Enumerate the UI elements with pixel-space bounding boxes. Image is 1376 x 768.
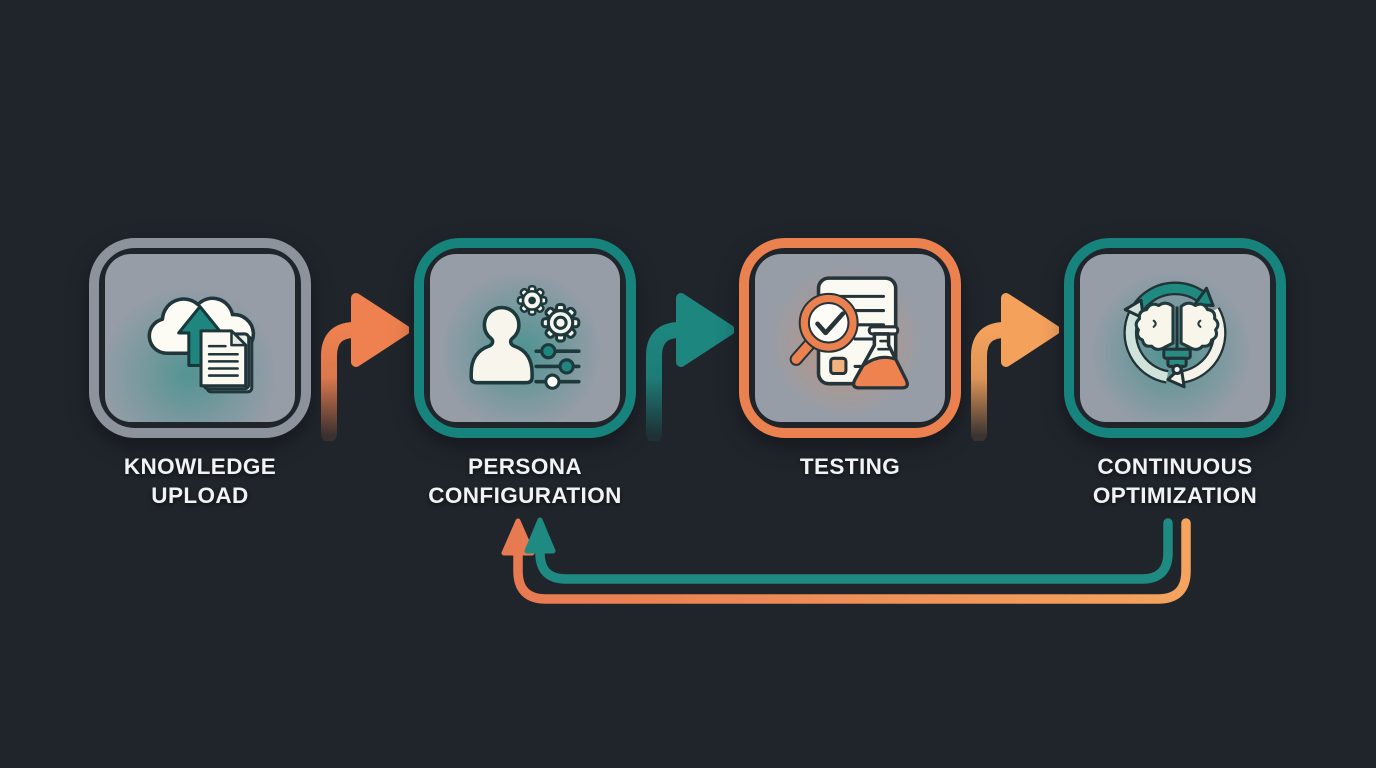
step-fill-knowledge-upload — [105, 254, 295, 422]
magnifier-checklist-flask-icon — [789, 276, 909, 390]
step-label-continuous-optimization: CONTINUOUS OPTIMIZATION — [1092, 454, 1258, 508]
feedback-loop-teal-arrow — [524, 517, 1173, 584]
connector-arrow-1 — [321, 293, 409, 441]
connector-arrow-3 — [971, 293, 1059, 441]
feedback-loop-orange-arrow — [501, 518, 1191, 604]
cycle-brain-bulb-icon — [1123, 281, 1227, 389]
user-gears-sliders-icon — [469, 284, 581, 390]
feedback-loop — [501, 517, 1191, 604]
step-fill-testing — [755, 254, 945, 422]
step-box-testing — [739, 238, 961, 438]
cloud-upload-documents-icon — [147, 296, 256, 394]
step-box-continuous-optimization — [1064, 238, 1286, 438]
connector-arrow-2 — [646, 293, 734, 441]
step-label-testing: TESTING — [799, 454, 901, 479]
step-box-persona-configuration — [414, 238, 636, 438]
step-fill-persona-configuration — [430, 254, 620, 422]
step-label-knowledge-upload: KNOWLEDGE UPLOAD — [123, 454, 277, 508]
step-label-persona-configuration: PERSONA CONFIGURATION — [428, 454, 622, 508]
step-box-knowledge-upload — [89, 238, 311, 438]
step-fill-continuous-optimization — [1080, 254, 1270, 422]
